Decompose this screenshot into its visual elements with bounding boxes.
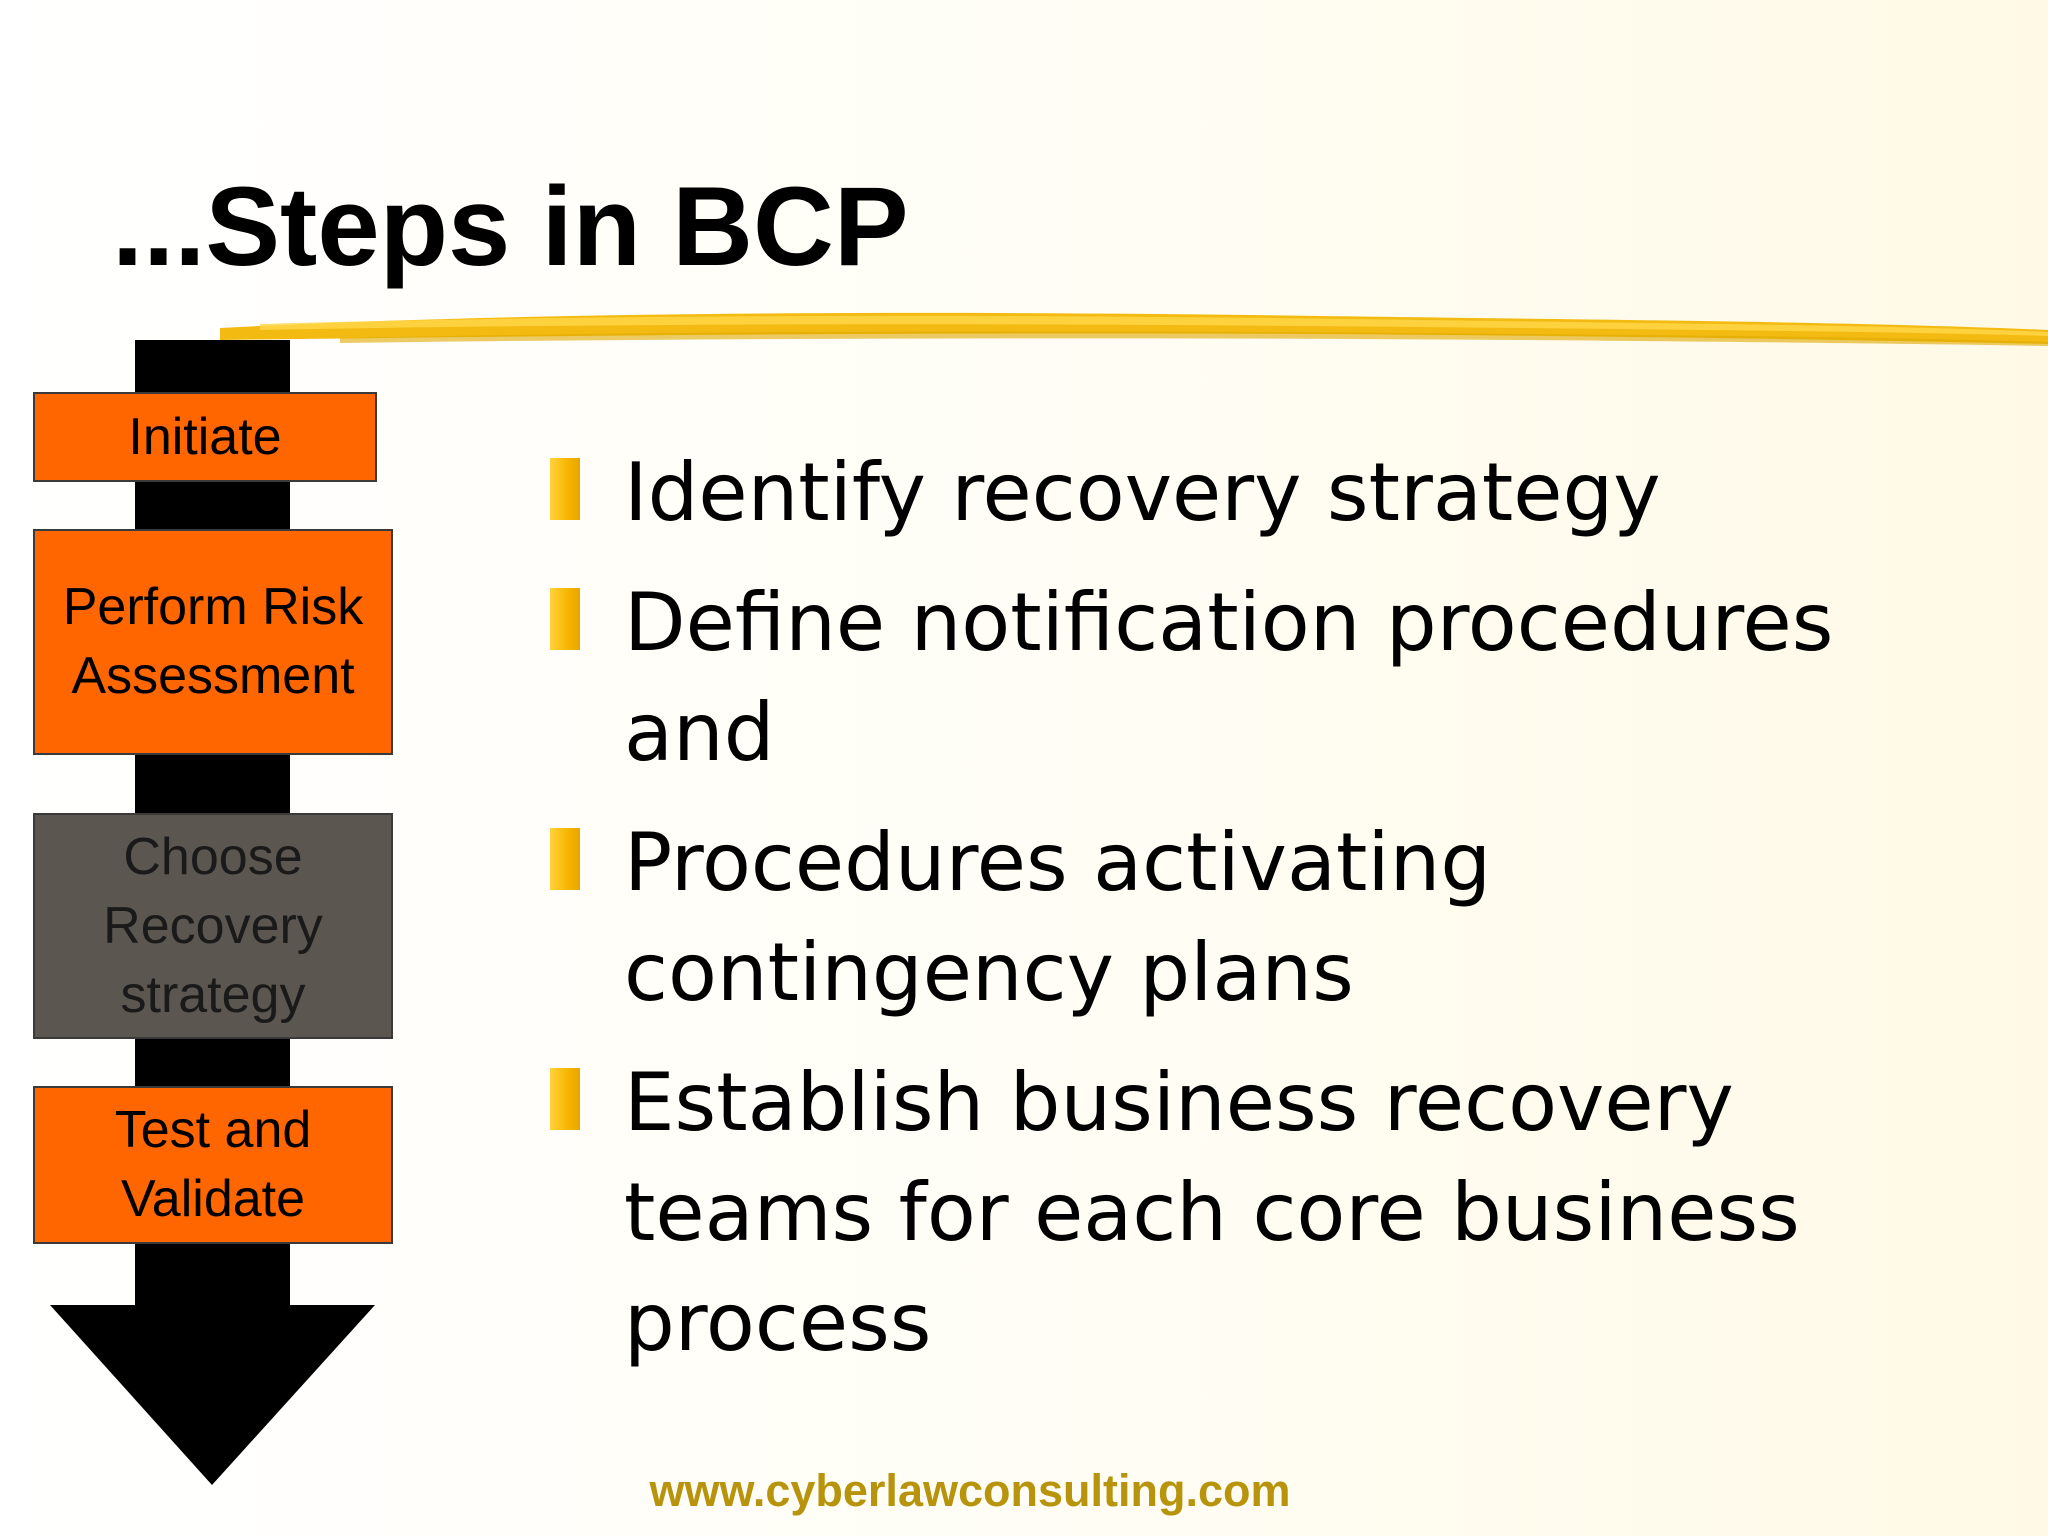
bullet-text: Identify recovery strategy: [624, 446, 1661, 539]
bullet-list: Identify recovery strategy Define notifi…: [548, 438, 1998, 1398]
yellow-bar-icon: [550, 828, 580, 890]
bullet-text: Define notification procedures and: [624, 576, 1834, 779]
step-initiate: Initiate: [33, 392, 377, 482]
step-label: Perform Risk Assessment: [62, 578, 364, 705]
title-underline-brush: [220, 312, 2048, 346]
bullet-item: Define notification procedures and: [548, 568, 1998, 788]
step-test-and-validate: Test and Validate: [33, 1086, 393, 1244]
step-label: Initiate: [128, 407, 282, 466]
bullet-item: Procedures activating contingency plans: [548, 808, 1998, 1028]
step-label: Test and Validate: [114, 1101, 312, 1228]
footer-url: www.cyberlawconsulting.com: [649, 1465, 1291, 1516]
bullet-text: Establish business recovery teams for ea…: [624, 1056, 1800, 1369]
yellow-bar-icon: [550, 588, 580, 650]
yellow-bar-icon: [550, 458, 580, 520]
bullet-item: Establish business recovery teams for ea…: [548, 1048, 1998, 1378]
step-perform-risk-assessment: Perform Risk Assessment: [33, 529, 393, 755]
bullet-text: Procedures activating contingency plans: [624, 816, 1492, 1019]
step-choose-recovery-strategy: Choose Recovery strategy: [33, 813, 393, 1039]
yellow-bar-icon: [550, 1068, 580, 1130]
step-label: Choose Recovery strategy: [103, 827, 323, 1024]
slide-title: ...Steps in BCP: [112, 164, 909, 289]
bullet-item: Identify recovery strategy: [548, 438, 1998, 548]
